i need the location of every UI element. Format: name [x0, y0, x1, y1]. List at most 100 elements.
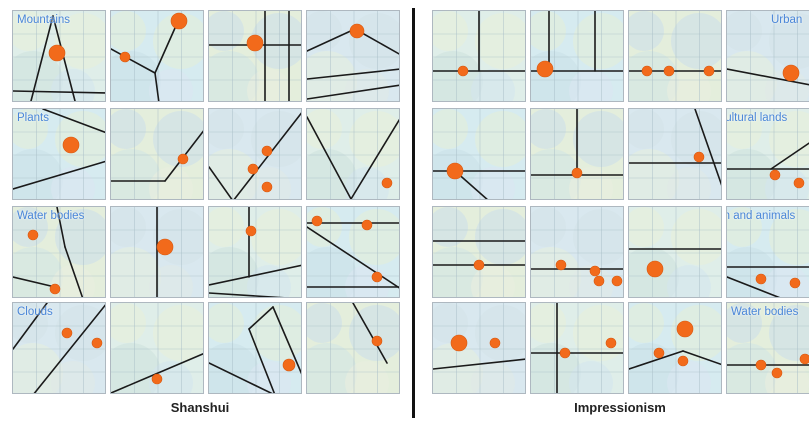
focus-point	[120, 52, 130, 62]
thumbnail-tile	[628, 302, 722, 394]
focus-point	[283, 359, 295, 371]
focus-point	[594, 276, 604, 286]
focus-point	[50, 284, 60, 294]
tile-canvas	[111, 207, 204, 298]
thumbnail-tile: Clouds	[12, 302, 106, 394]
focus-point	[62, 328, 72, 338]
thumbnail-tile	[306, 108, 400, 200]
focus-point	[790, 278, 800, 288]
tile-canvas	[433, 11, 526, 102]
thumbnail-tile: Water bodies	[12, 206, 106, 298]
panel-title-impressionism: Impressionism	[420, 400, 809, 415]
focus-point	[262, 146, 272, 156]
tile-canvas	[13, 303, 106, 394]
focus-point	[248, 164, 258, 174]
focus-point	[171, 13, 187, 29]
focus-point	[800, 354, 809, 364]
thumbnail-tile	[208, 10, 302, 102]
tile-canvas	[111, 303, 204, 394]
tile-canvas	[531, 207, 624, 298]
tile-canvas	[209, 207, 302, 298]
focus-point	[490, 338, 500, 348]
thumbnail-tile	[306, 302, 400, 394]
thumbnail-tile	[432, 108, 526, 200]
thumbnail-tile: Human and animals	[726, 206, 809, 298]
thumbnail-tile	[306, 206, 400, 298]
focus-point	[783, 65, 799, 81]
focus-point	[372, 272, 382, 282]
tile-canvas	[727, 303, 809, 394]
thumbnail-tile	[110, 108, 204, 200]
focus-point	[63, 137, 79, 153]
focus-point	[262, 182, 272, 192]
focus-point	[157, 239, 173, 255]
thumbnail-tile: Mountains	[12, 10, 106, 102]
thumbnail-tile	[530, 302, 624, 394]
tile-canvas	[13, 11, 106, 102]
tile-canvas	[209, 303, 302, 394]
tile-canvas	[111, 11, 204, 102]
tile-canvas	[307, 207, 400, 298]
thumbnail-tile	[530, 206, 624, 298]
thumbnail-tile	[530, 108, 624, 200]
focus-point	[362, 220, 372, 230]
focus-point	[606, 338, 616, 348]
focus-point	[704, 66, 714, 76]
tile-canvas	[307, 303, 400, 394]
focus-point	[474, 260, 484, 270]
tile-canvas	[307, 11, 400, 102]
thumbnail-tile	[628, 206, 722, 298]
focus-point	[178, 154, 188, 164]
focus-point	[312, 216, 322, 226]
focus-point	[677, 321, 693, 337]
focus-point	[560, 348, 570, 358]
focus-point	[678, 356, 688, 366]
focus-point	[654, 348, 664, 358]
tile-canvas	[727, 109, 809, 200]
panel-shanshui: MountainsPlantsWater bodiesClouds	[0, 0, 400, 423]
thumbnail-tile: Plants	[12, 108, 106, 200]
tile-canvas	[629, 303, 722, 394]
panel-divider	[412, 8, 415, 418]
thumbnail-tile	[208, 302, 302, 394]
thumbnail-tile	[530, 10, 624, 102]
focus-point	[772, 368, 782, 378]
panel-title-shanshui: Shanshui	[0, 400, 400, 415]
focus-point	[590, 266, 600, 276]
tile-canvas	[727, 11, 809, 102]
focus-point	[642, 66, 652, 76]
focus-point	[382, 178, 392, 188]
focus-point	[612, 276, 622, 286]
thumbnail-tile	[208, 206, 302, 298]
tile-canvas	[629, 11, 722, 102]
focus-point	[556, 260, 566, 270]
focus-point	[372, 336, 382, 346]
focus-point	[28, 230, 38, 240]
focus-point	[458, 66, 468, 76]
thumbnail-tile	[628, 10, 722, 102]
focus-point	[770, 170, 780, 180]
tile-canvas	[531, 11, 624, 102]
tile-canvas	[111, 109, 204, 200]
focus-point	[572, 168, 582, 178]
focus-point	[756, 360, 766, 370]
focus-point	[664, 66, 674, 76]
tile-canvas	[629, 109, 722, 200]
thumbnail-tile	[432, 10, 526, 102]
tile-canvas	[209, 11, 302, 102]
thumbnail-tile	[110, 10, 204, 102]
focus-point	[794, 178, 804, 188]
focus-point	[350, 24, 364, 38]
focus-point	[246, 226, 256, 236]
tile-canvas	[531, 303, 624, 394]
tile-canvas	[727, 207, 809, 298]
thumbnail-tile	[306, 10, 400, 102]
focus-point	[694, 152, 704, 162]
thumbnail-tile: Urban	[726, 10, 809, 102]
tile-canvas	[629, 207, 722, 298]
focus-point	[92, 338, 102, 348]
focus-point	[447, 163, 463, 179]
tile-canvas	[531, 109, 624, 200]
thumbnail-tile	[628, 108, 722, 200]
